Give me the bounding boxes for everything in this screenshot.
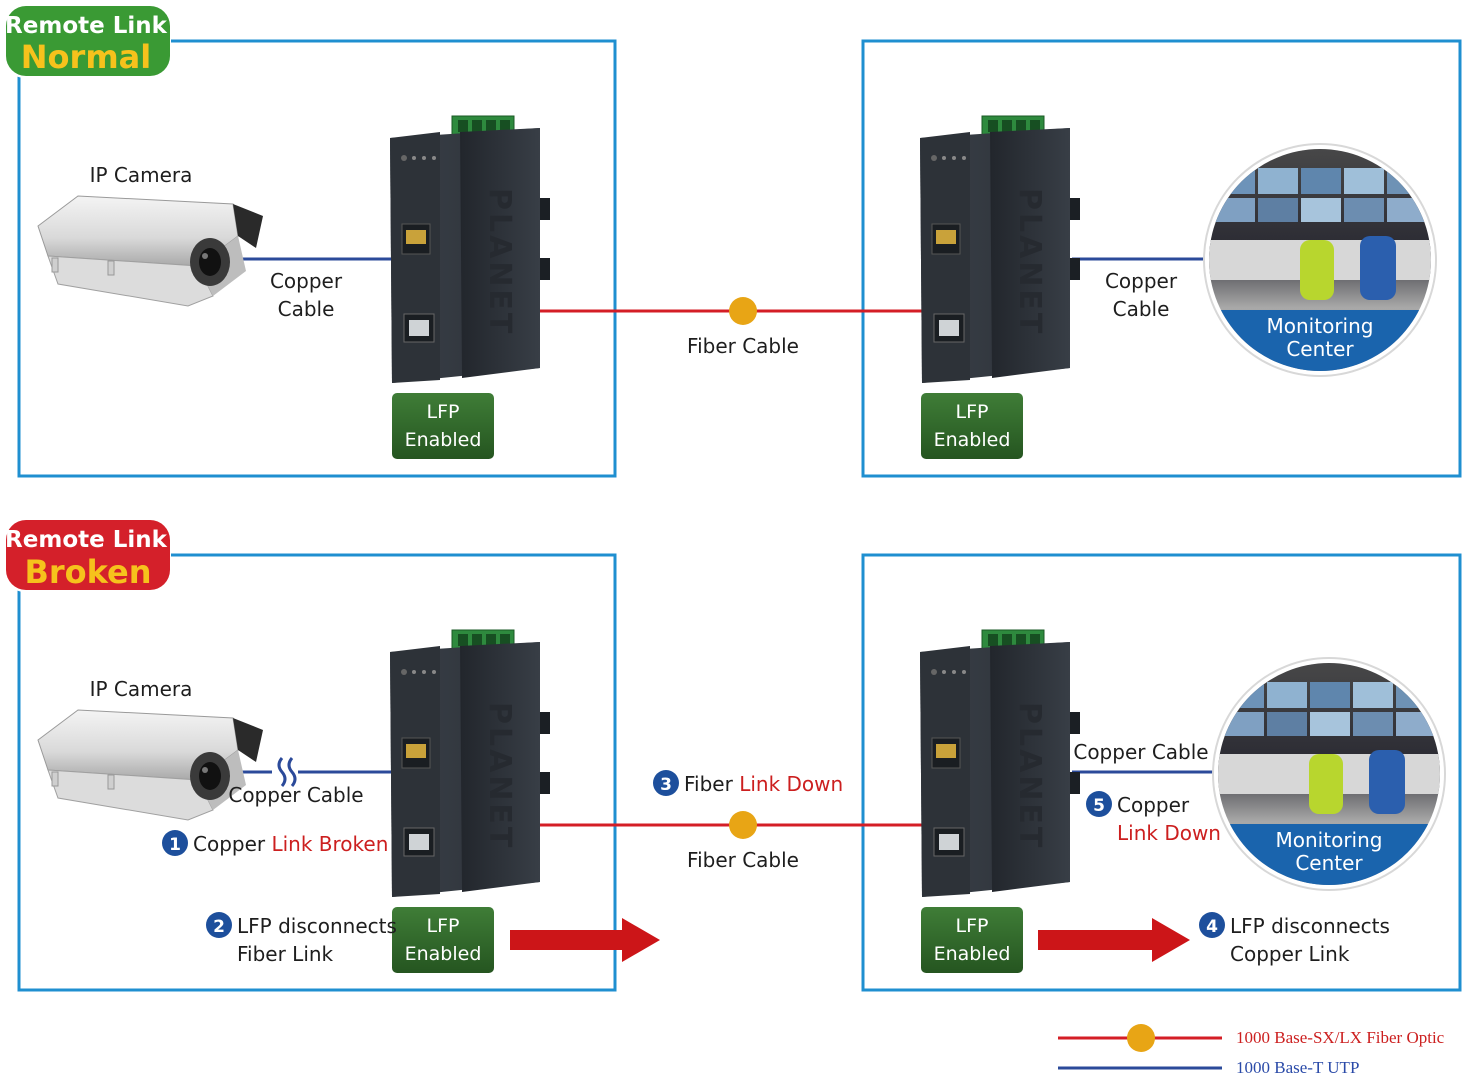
step-4-line2: Copper Link [1230,942,1350,966]
badge-broken: Remote Link Broken [3,518,171,592]
broken-left-frame [17,553,617,992]
normal-right-frame [861,39,1462,478]
step-2: 2 LFP disconnects Fiber Link [206,912,397,966]
monitoring-label: Monitoring [1267,314,1374,338]
step-3: 3 Fiber Link Down [653,770,843,796]
normal-left-frame [17,39,617,478]
step-5-line1: Copper [1117,793,1190,817]
step-1: 1 Copper Link Broken [162,830,388,856]
lfp-enabled-box: LFP Enabled [921,907,1023,973]
svg-text:Enabled: Enabled [934,943,1011,965]
svg-text:LFP: LFP [956,915,989,937]
lfp-enabled-box: LFP Enabled [392,907,494,973]
legend-fiber-label: 1000 Base-SX/LX Fiber Optic [1236,1028,1445,1047]
copper-cable-label: Cable [1113,297,1170,321]
copper-cable-label: Cable [278,297,335,321]
legend-utp-label: 1000 Base-T UTP [1236,1058,1359,1077]
arrow-right-icon [1038,918,1190,962]
media-converter-icon [919,629,1081,898]
step-4-line1: LFP disconnects [1230,914,1390,938]
monitoring-center-photo: Monitoring Center [1203,143,1437,377]
step-2-line1: LFP disconnects [237,914,397,938]
legend-fiber-dot [1127,1024,1155,1052]
copper-cable-label: Copper [270,269,343,293]
media-converter-icon [389,115,551,384]
lfp-enabled-box: LFP Enabled [392,393,494,459]
fiber-cable-label: Fiber Cable [687,334,799,358]
broken-link-icon [272,757,298,787]
badge-normal-status: Normal [21,38,151,76]
step-5: 5 Copper Link Down [1086,791,1221,845]
svg-text:LFP: LFP [427,915,460,937]
svg-text:Enabled: Enabled [934,429,1011,451]
step-3-text: Fiber Link Down [684,772,843,796]
ip-camera-icon [37,195,264,307]
monitoring-center-photo: Monitoring Center [1212,657,1446,891]
fiber-dot [729,811,757,839]
step-1-text: Copper Link Broken [193,832,388,856]
svg-text:LFP: LFP [956,401,989,423]
media-converter-icon [919,115,1081,384]
svg-text:Enabled: Enabled [405,429,482,451]
badge-broken-line1: Remote Link [5,527,168,553]
svg-text:3: 3 [660,775,672,795]
svg-text:2: 2 [213,917,225,937]
svg-text:Enabled: Enabled [405,943,482,965]
monitoring-label: Center [1295,851,1363,875]
svg-text:4: 4 [1206,917,1218,937]
svg-text:1: 1 [169,835,181,855]
copper-cable-label: Copper Cable [1073,740,1208,764]
badge-normal-line1: Remote Link [5,13,168,39]
legend: 1000 Base-SX/LX Fiber Optic 1000 Base-T … [1058,1024,1445,1077]
fiber-dot [729,297,757,325]
step-2-line2: Fiber Link [237,942,334,966]
broken-right-frame [861,553,1462,992]
svg-text:LFP: LFP [427,401,460,423]
badge-normal: Remote Link Normal [3,4,171,78]
arrow-right-icon [510,918,660,962]
lfp-enabled-box: LFP Enabled [921,393,1023,459]
copper-cable-label: Copper [1105,269,1178,293]
monitoring-label: Monitoring [1276,828,1383,852]
media-converter-icon [389,629,551,898]
svg-text:5: 5 [1093,796,1105,816]
fiber-cable-label: Fiber Cable [687,848,799,872]
step-5-line2: Link Down [1117,821,1221,845]
camera-label: IP Camera [90,677,193,701]
copper-cable-label: Copper Cable [228,783,363,807]
monitoring-label: Center [1286,337,1354,361]
badge-broken-status: Broken [24,553,151,591]
step-4: 4 LFP disconnects Copper Link [1199,912,1390,966]
camera-label: IP Camera [90,163,193,187]
